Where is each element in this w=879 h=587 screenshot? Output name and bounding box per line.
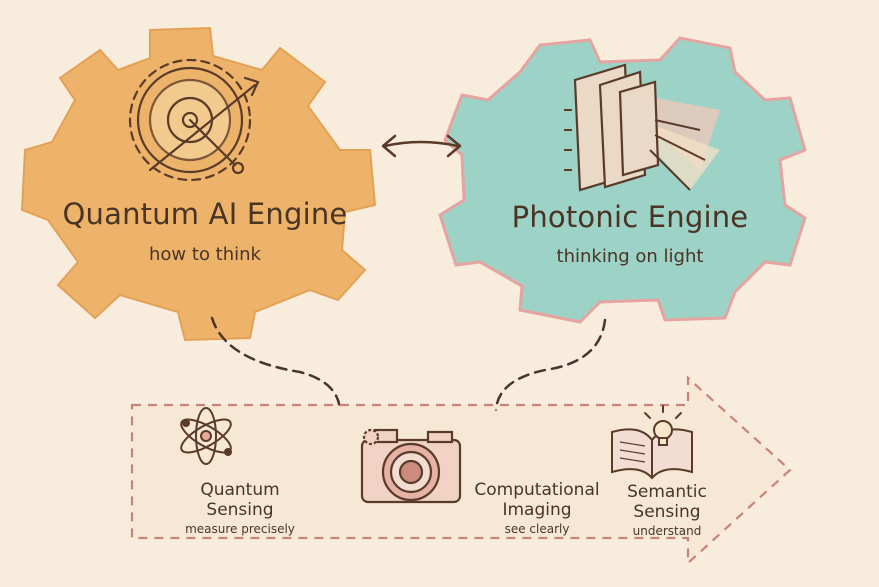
stage-title-line1: Computational xyxy=(474,480,600,500)
atom-icon xyxy=(180,407,232,465)
photonic-engine-subtitle: thinking on light xyxy=(556,246,704,267)
quantum-gear-icon xyxy=(128,58,260,182)
camera-icon xyxy=(360,428,462,504)
photonic-engine-title: Photonic Engine xyxy=(511,200,749,234)
stage-title-line2: Sensing xyxy=(633,502,701,522)
stage-subtitle: understand xyxy=(632,524,702,538)
photonic-prism-icon xyxy=(564,63,720,192)
stage-title-line2: Imaging xyxy=(502,500,572,520)
stage-subtitle: measure precisely xyxy=(185,522,295,536)
stage-subtitle: see clearly xyxy=(504,522,570,536)
stage-quantum-sensing: Quantum Sensing measure precisely xyxy=(175,480,305,536)
stage-computational-imaging: Computational Imaging see clearly xyxy=(462,480,612,536)
bidirectional-arrow xyxy=(381,134,462,158)
stage-title-line1: Semantic xyxy=(627,482,707,502)
quantum-engine-subtitle: how to think xyxy=(149,244,261,265)
stage-title-line2: Sensing xyxy=(206,500,274,520)
dashed-connectors xyxy=(210,316,607,412)
stage-title-line1: Quantum xyxy=(200,480,280,500)
quantum-engine-gear xyxy=(20,26,377,342)
quantum-engine-title: Quantum AI Engine xyxy=(62,197,348,231)
book-lightbulb-icon xyxy=(611,405,693,480)
stage-semantic-sensing: Semantic Sensing understand xyxy=(612,482,722,538)
